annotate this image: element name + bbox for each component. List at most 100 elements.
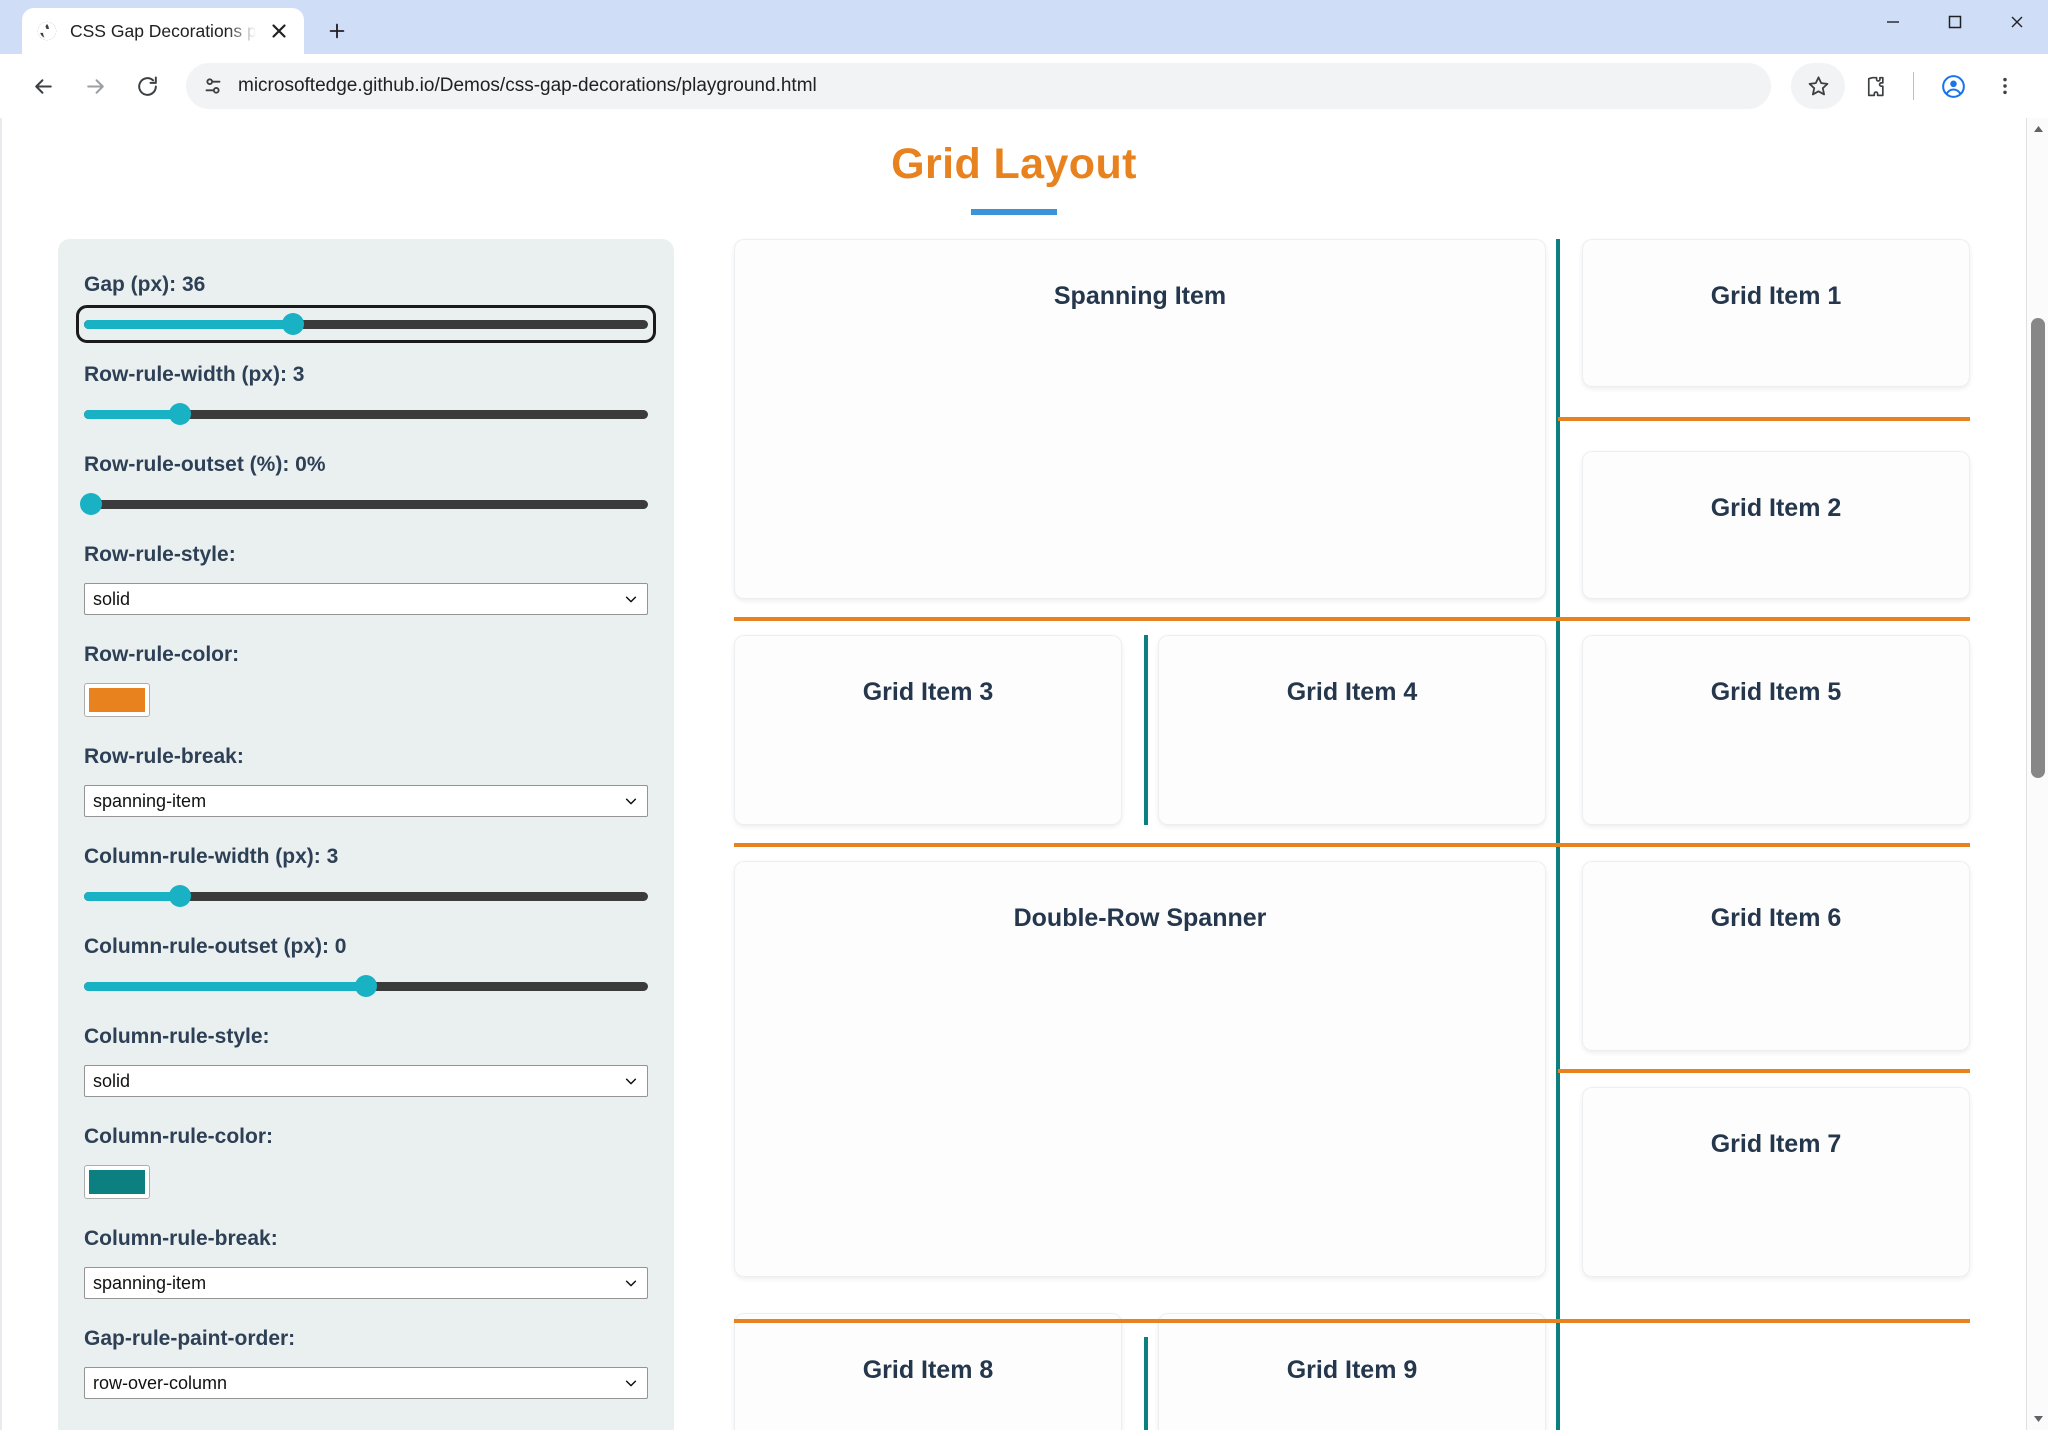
slider-thumb[interactable] <box>281 313 304 335</box>
controls-panel: Gap (px): 36 Row-rule-width (px): 3 <box>58 239 674 1430</box>
control-gap: Gap (px): 36 <box>76 273 656 343</box>
column-rule-color-picker[interactable] <box>84 1165 150 1199</box>
control-column-rule-color: Column-rule-color: <box>84 1125 648 1199</box>
grid-cell-label: Spanning Item <box>1053 282 1227 310</box>
window-controls <box>1862 0 2048 54</box>
row-rule-break-select[interactable]: spanning-item <box>84 785 648 817</box>
slider-thumb[interactable] <box>168 403 191 425</box>
new-tab-button[interactable] <box>314 8 360 54</box>
window-bottom-edge <box>0 1430 2048 1436</box>
browser-toolbar: microsoftedge.github.io/Demos/css-gap-de… <box>0 54 2048 118</box>
window-close-icon <box>2011 16 2023 28</box>
control-row-rule-outset: Row-rule-outset (%): 0% <box>79 453 648 515</box>
select-value: solid <box>93 588 131 609</box>
color-chip <box>89 1170 145 1194</box>
scroll-up-button[interactable] <box>2027 118 2048 140</box>
color-chip <box>89 688 145 712</box>
chevron-down-icon <box>625 798 637 805</box>
gap-slider[interactable] <box>76 305 656 343</box>
page-scrollbar[interactable] <box>2026 118 2048 1430</box>
control-label: Row-rule-outset (%): 0% <box>84 453 326 476</box>
scrollbar-thumb[interactable] <box>2031 318 2045 778</box>
slider-fill <box>84 320 293 329</box>
chevron-down-icon <box>625 1078 637 1085</box>
control-gap-rule-paint-order: Gap-rule-paint-order: row-over-column <box>84 1327 648 1399</box>
row-rule-r2 <box>734 843 1970 847</box>
row-rule-col3-top <box>1558 417 1970 421</box>
control-label: Column-rule-color: <box>84 1125 273 1148</box>
control-column-rule-width: Column-rule-width (px): 3 <box>84 845 648 907</box>
chevron-down-icon <box>625 1380 637 1387</box>
reload-button[interactable] <box>124 63 170 109</box>
control-row-rule-color: Row-rule-color: <box>84 643 648 717</box>
grid-cell-label: Double-Row Spanner <box>1013 904 1267 932</box>
column-rule-break-select[interactable]: spanning-item <box>84 1267 648 1299</box>
row-rule-col3-mid <box>1558 1069 1970 1073</box>
column-rule-row5 <box>1143 1337 1148 1430</box>
chevron-down-icon <box>625 596 637 603</box>
scroll-down-button[interactable] <box>2027 1408 2048 1430</box>
grid-cell-item-6: Grid Item 6 <box>1582 861 1970 1051</box>
gap-rule-paint-order-select[interactable]: row-over-column <box>84 1367 648 1399</box>
reload-icon <box>137 76 157 96</box>
scroll-up-arrow-icon <box>2033 126 2043 132</box>
site-settings-icon[interactable] <box>200 73 226 99</box>
grid-demo: Spanning Item Grid Item 1 Grid Item 2 Gr… <box>734 239 1970 1430</box>
browser-menu-button[interactable] <box>1982 63 2028 109</box>
extensions-button[interactable] <box>1851 63 1897 109</box>
row-rule-outset-slider[interactable] <box>79 493 648 515</box>
row-rule-width-slider[interactable] <box>84 403 648 425</box>
control-label: Row-rule-break: <box>84 745 244 768</box>
grid-cell-item-1: Grid Item 1 <box>1582 239 1970 387</box>
slider-track <box>84 320 648 329</box>
grid-cell-label: Grid Item 6 <box>1710 904 1842 932</box>
grid-cell-label: Grid Item 1 <box>1710 282 1842 310</box>
grid-cell-item-4: Grid Item 4 <box>1158 635 1546 825</box>
row-rule-color-picker[interactable] <box>84 683 150 717</box>
grid-cell-label: Grid Item 8 <box>862 1356 994 1384</box>
control-label: Row-rule-width (px): 3 <box>84 363 305 386</box>
star-icon <box>1808 75 1828 95</box>
address-bar[interactable]: microsoftedge.github.io/Demos/css-gap-de… <box>186 63 1771 109</box>
bookmark-button[interactable] <box>1791 63 1845 109</box>
column-rule-style-select[interactable]: solid <box>84 1065 648 1097</box>
grid-cell-item-8: Grid Item 8 <box>734 1313 1122 1430</box>
plus-icon <box>329 23 345 39</box>
maximize-button[interactable] <box>1924 0 1986 44</box>
window-close-button[interactable] <box>1986 0 2048 44</box>
control-label: Column-rule-width (px): 3 <box>84 845 339 868</box>
control-row-rule-style: Row-rule-style: solid <box>84 543 648 615</box>
address-bar-url: microsoftedge.github.io/Demos/css-gap-de… <box>238 75 817 96</box>
control-row-rule-break: Row-rule-break: spanning-item <box>84 745 648 817</box>
profile-button[interactable] <box>1930 63 1976 109</box>
minimize-button[interactable] <box>1862 0 1924 44</box>
browser-tab[interactable]: CSS Gap Decorations playground <box>22 8 304 54</box>
slider-track <box>84 892 648 901</box>
row-rule-r1 <box>734 617 1970 621</box>
control-label: Gap-rule-paint-order: <box>84 1327 296 1350</box>
tab-title: CSS Gap Decorations playground <box>70 20 256 41</box>
page-viewport: Grid Layout Gap (px): 36 <box>0 118 2048 1430</box>
close-icon[interactable] <box>268 20 290 42</box>
forward-button[interactable] <box>72 63 118 109</box>
grid-cell-item-9: Grid Item 9 <box>1158 1313 1546 1430</box>
grid-cell-label: Grid Item 5 <box>1710 678 1842 706</box>
column-rule-width-slider[interactable] <box>84 885 648 907</box>
row-rule-style-select[interactable]: solid <box>84 583 648 615</box>
select-value: spanning-item <box>93 790 207 811</box>
three-dot-menu-icon <box>2003 77 2007 95</box>
globe-icon <box>37 21 57 41</box>
slider-fill <box>84 982 366 991</box>
slider-thumb[interactable] <box>79 493 102 515</box>
grid-cell-item-7: Grid Item 7 <box>1582 1087 1970 1277</box>
control-label: Column-rule-outset (px): 0 <box>84 935 347 958</box>
back-button[interactable] <box>20 63 66 109</box>
control-column-rule-style: Column-rule-style: solid <box>84 1025 648 1097</box>
slider-thumb[interactable] <box>355 975 377 997</box>
column-rule-outset-slider[interactable] <box>84 975 648 997</box>
control-label: Row-rule-color: <box>84 643 240 666</box>
slider-thumb[interactable] <box>168 885 191 907</box>
account-avatar-icon <box>1941 74 1965 98</box>
back-arrow-icon <box>34 78 52 94</box>
